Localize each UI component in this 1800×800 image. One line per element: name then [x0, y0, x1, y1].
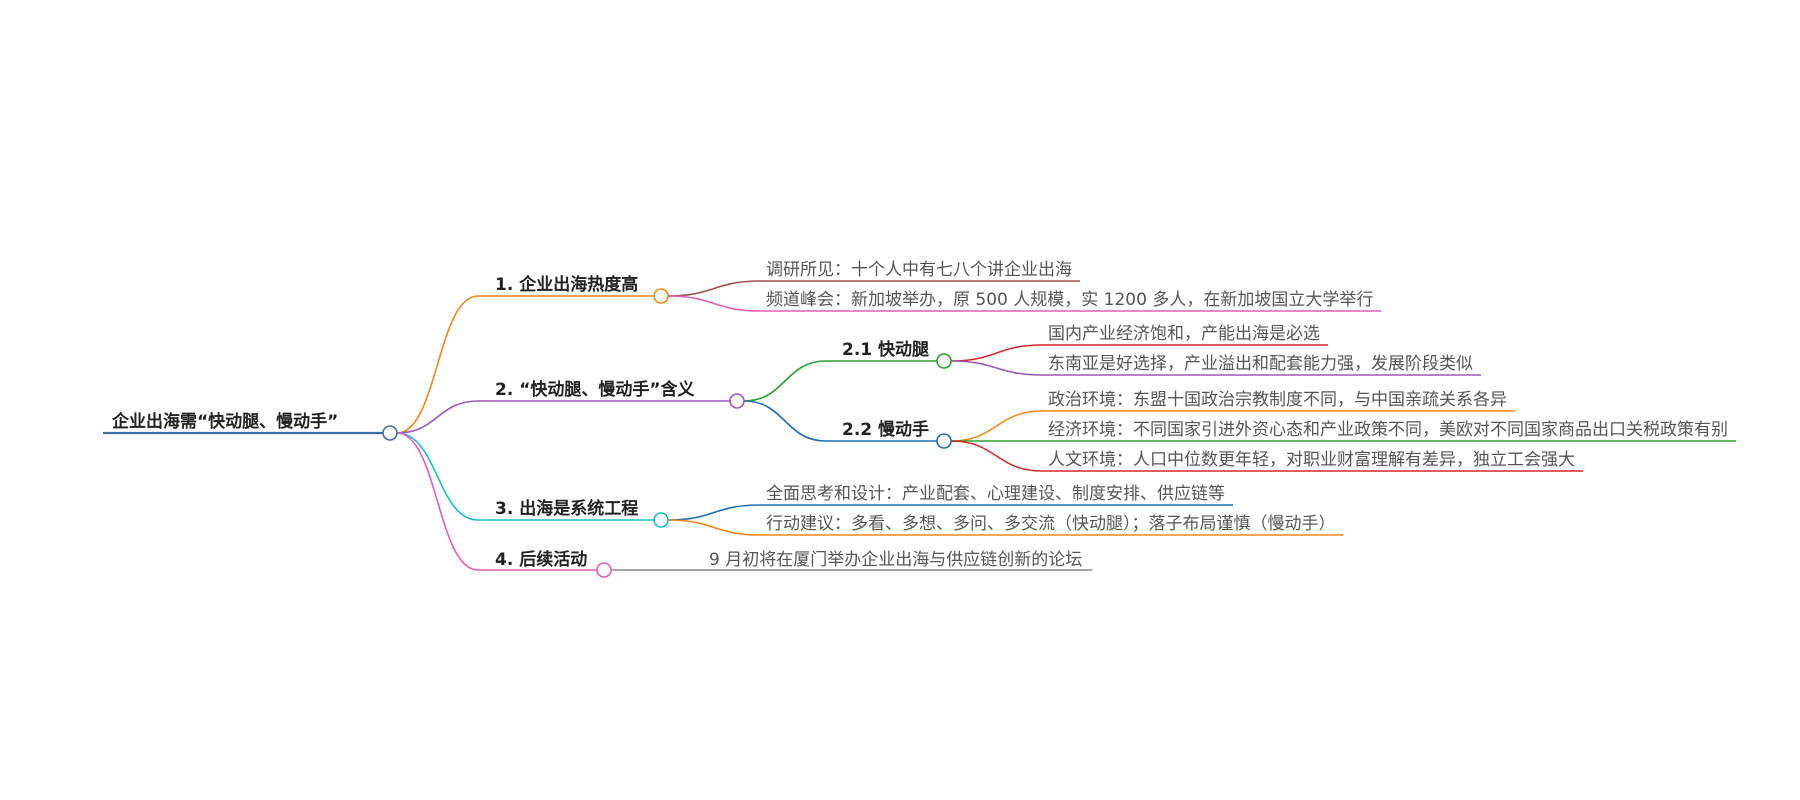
leaf-label: 人文环境：人口中位数更年轻，对职业财富理解有差异，独立工会强大: [1048, 450, 1575, 470]
subbranch-label-2-2: 2.2 慢动手: [842, 419, 929, 440]
subbranch-node-2-1[interactable]: 2.1 快动腿: [842, 339, 952, 369]
leaf-node[interactable]: 频道峰会：新加坡举办，原 500 人规模，实 1200 多人，在新加坡国立大学举…: [766, 290, 1373, 310]
branch-1-collapse-toggle[interactable]: [653, 288, 669, 304]
leaf-node[interactable]: 政治环境：东盟十国政治宗教制度不同，与中国亲疏关系各异: [1048, 390, 1507, 410]
leaf-node[interactable]: 9 月初将在厦门举办企业出海与供应链创新的论坛: [709, 550, 1082, 570]
leaf-label: 经济环境：不同国家引进外资心态和产业政策不同，美欧对不同国家商品出口关税政策有别: [1048, 420, 1728, 440]
leaf-label: 调研所见：十个人中有七八个讲企业出海: [766, 260, 1072, 280]
branch-label-2: 2. “快动腿、慢动手”含义: [495, 379, 695, 400]
connector-curve: [667, 504, 761, 521]
connector-curve: [396, 400, 479, 434]
root-collapse-toggle[interactable]: [382, 425, 398, 441]
leaf-node[interactable]: 行动建议：多看、多想、多问、多交流（快动腿）；落子布局谨慎（慢动手）: [766, 513, 1336, 534]
branch-label-1: 1. 企业出海热度高: [495, 274, 638, 295]
connector-curve: [667, 519, 761, 536]
connector-curve: [667, 295, 761, 312]
branch-3-collapse-toggle[interactable]: [653, 512, 669, 528]
connector-curve: [743, 360, 827, 402]
leaf-label: 国内产业经济饱和，产能出海是必选: [1048, 324, 1320, 344]
connector-curve: [396, 432, 479, 571]
connector-lines: [396, 280, 1736, 571]
branch-2-collapse-toggle[interactable]: [729, 393, 745, 409]
leaf-label: 9 月初将在厦门举办企业出海与供应链创新的论坛: [709, 550, 1082, 570]
connector-curve: [743, 400, 827, 442]
leaf-label: 东南亚是好选择，产业溢出和配套能力强，发展阶段类似: [1048, 354, 1473, 374]
connector-curve: [667, 280, 761, 297]
branch-node-2[interactable]: 2. “快动腿、慢动手”含义: [495, 379, 745, 409]
connector-curve: [950, 440, 1043, 472]
connector-curve: [396, 432, 479, 521]
connector-curve: [950, 360, 1043, 376]
branch-node-1[interactable]: 1. 企业出海热度高: [495, 274, 669, 304]
branch-4-collapse-toggle[interactable]: [596, 562, 612, 578]
leaf-node[interactable]: 人文环境：人口中位数更年轻，对职业财富理解有差异，独立工会强大: [1048, 450, 1575, 470]
leaf-node[interactable]: 国内产业经济饱和，产能出海是必选: [1048, 324, 1320, 344]
branch-node-4[interactable]: 4. 后续活动: [495, 549, 612, 578]
leaf-label: 频道峰会：新加坡举办，原 500 人规模，实 1200 多人，在新加坡国立大学举…: [766, 290, 1373, 310]
subbranch-2-1-collapse-toggle[interactable]: [936, 353, 952, 369]
connector-curve: [396, 295, 479, 434]
leaf-node[interactable]: 经济环境：不同国家引进外资心态和产业政策不同，美欧对不同国家商品出口关税政策有别: [1048, 420, 1728, 440]
branch-node-3[interactable]: 3. 出海是系统工程: [495, 498, 669, 528]
leaf-node[interactable]: 调研所见：十个人中有七八个讲企业出海: [766, 260, 1072, 280]
connector-curve: [950, 410, 1043, 442]
subbranch-node-2-2[interactable]: 2.2 慢动手: [842, 419, 952, 449]
leaf-label: 行动建议：多看、多想、多问、多交流（快动腿）；落子布局谨慎（慢动手）: [766, 513, 1336, 534]
leaf-node[interactable]: 东南亚是好选择，产业溢出和配套能力强，发展阶段类似: [1048, 354, 1473, 374]
root-label: 企业出海需“快动腿、慢动手”: [111, 411, 338, 432]
leaf-node[interactable]: 全面思考和设计：产业配套、心理建设、制度安排、供应链等: [766, 484, 1225, 504]
leaf-label: 政治环境：东盟十国政治宗教制度不同，与中国亲疏关系各异: [1048, 390, 1507, 410]
branch-label-4: 4. 后续活动: [495, 549, 587, 570]
leaf-label: 全面思考和设计：产业配套、心理建设、制度安排、供应链等: [766, 484, 1225, 504]
branch-label-3: 3. 出海是系统工程: [495, 498, 638, 519]
root-node[interactable]: 企业出海需“快动腿、慢动手”: [103, 411, 398, 441]
connector-curve: [950, 344, 1043, 362]
subbranch-label-2-1: 2.1 快动腿: [842, 339, 929, 360]
subbranch-2-2-collapse-toggle[interactable]: [936, 433, 952, 449]
